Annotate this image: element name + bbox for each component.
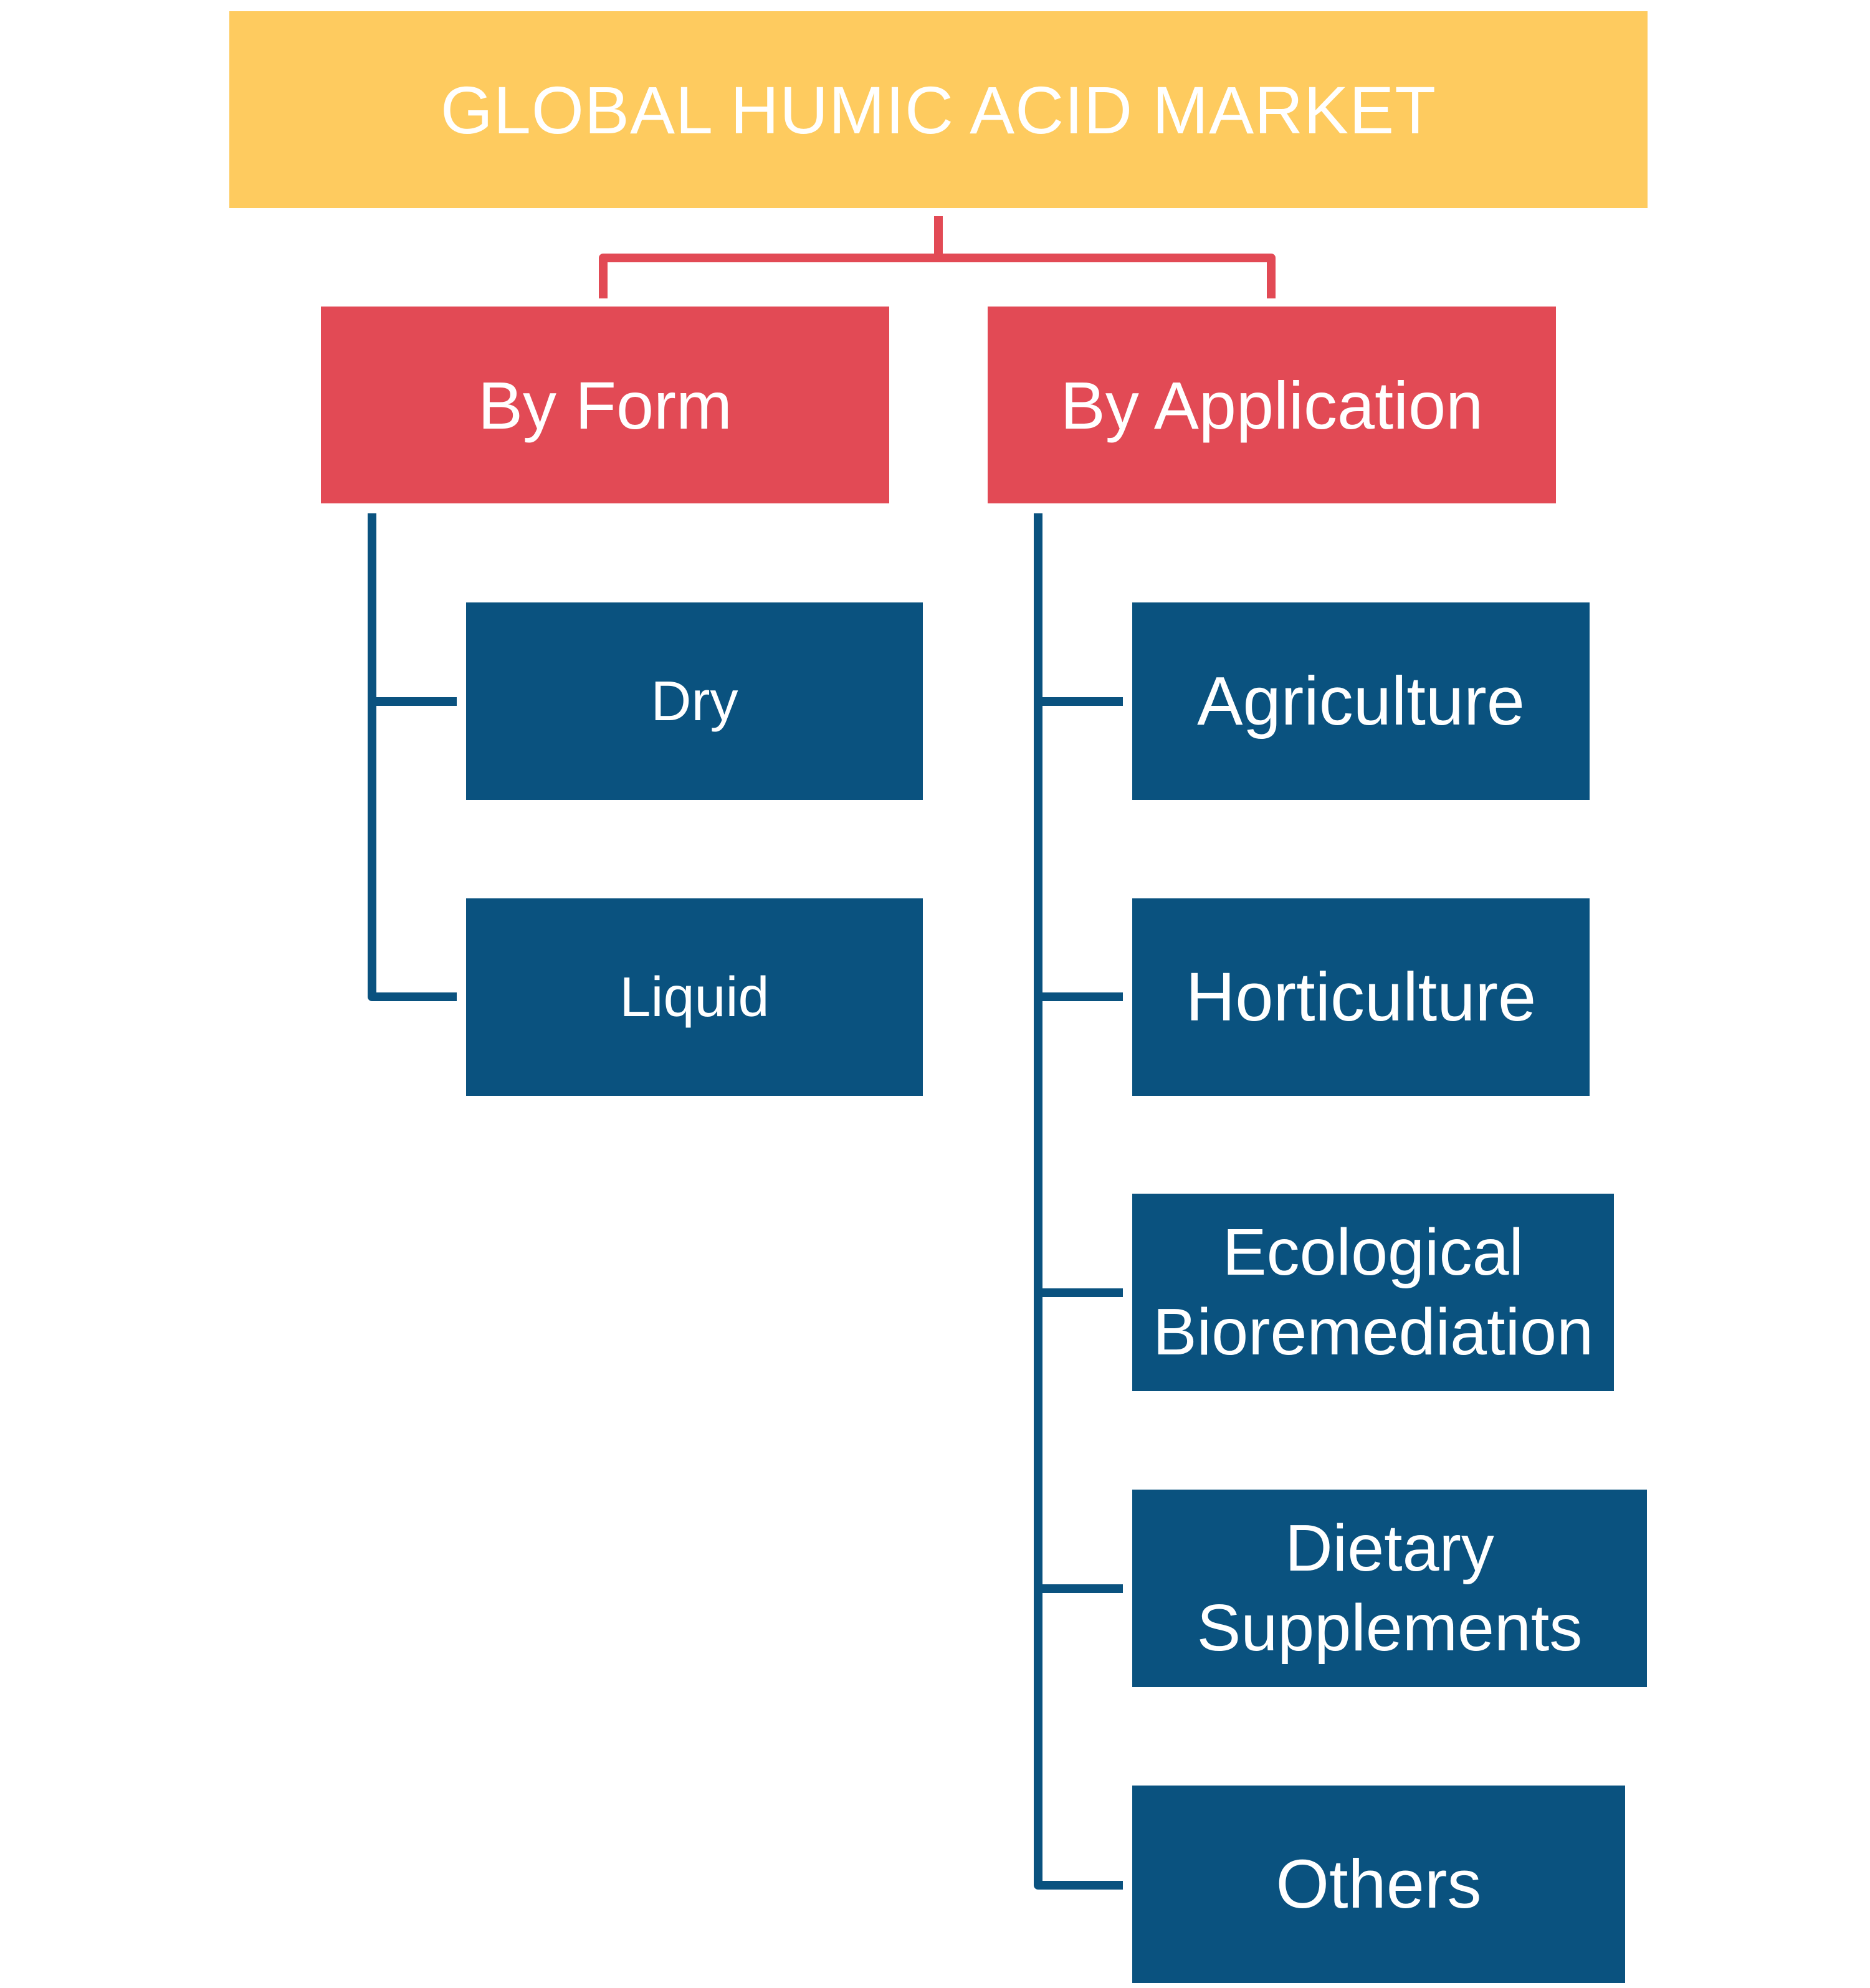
segment-dietary-supplements-line-1: Dietary bbox=[1285, 1511, 1494, 1586]
segment-agriculture: Agriculture bbox=[1132, 602, 1590, 800]
form-items-connector bbox=[368, 513, 457, 1001]
category-by-form: By Form bbox=[321, 307, 889, 503]
segment-dry-label: Dry bbox=[651, 670, 738, 733]
segment-dietary-supplements: Dietary Supplements bbox=[1132, 1490, 1647, 1687]
application-items-connector bbox=[1034, 513, 1123, 1890]
category-by-application-label: By Application bbox=[1060, 367, 1484, 443]
segment-ecological-bioremediation-line-1: Ecological bbox=[1222, 1215, 1524, 1290]
segment-dietary-supplements-line-2: Supplements bbox=[1196, 1591, 1583, 1665]
market-title-text: GLOBAL HUMIC ACID MARKET bbox=[440, 72, 1437, 148]
segment-others-label: Others bbox=[1276, 1845, 1482, 1923]
segment-horticulture: Horticulture bbox=[1132, 898, 1590, 1096]
segment-liquid-label: Liquid bbox=[619, 966, 770, 1029]
category-by-form-label: By Form bbox=[477, 367, 732, 443]
segment-ecological-bioremediation: Ecological Bioremediation bbox=[1132, 1194, 1614, 1391]
segment-others: Others bbox=[1132, 1786, 1625, 1983]
segment-agriculture-label: Agriculture bbox=[1197, 662, 1525, 740]
market-title: GLOBAL HUMIC ACID MARKET bbox=[229, 11, 1648, 208]
segment-horticulture-label: Horticulture bbox=[1185, 958, 1537, 1035]
segment-ecological-bioremediation-line-2: Bioremediation bbox=[1152, 1295, 1594, 1369]
title-to-category-connector bbox=[599, 216, 1276, 298]
segment-dry: Dry bbox=[466, 602, 923, 800]
segment-liquid: Liquid bbox=[466, 898, 923, 1096]
category-by-application: By Application bbox=[988, 307, 1556, 503]
